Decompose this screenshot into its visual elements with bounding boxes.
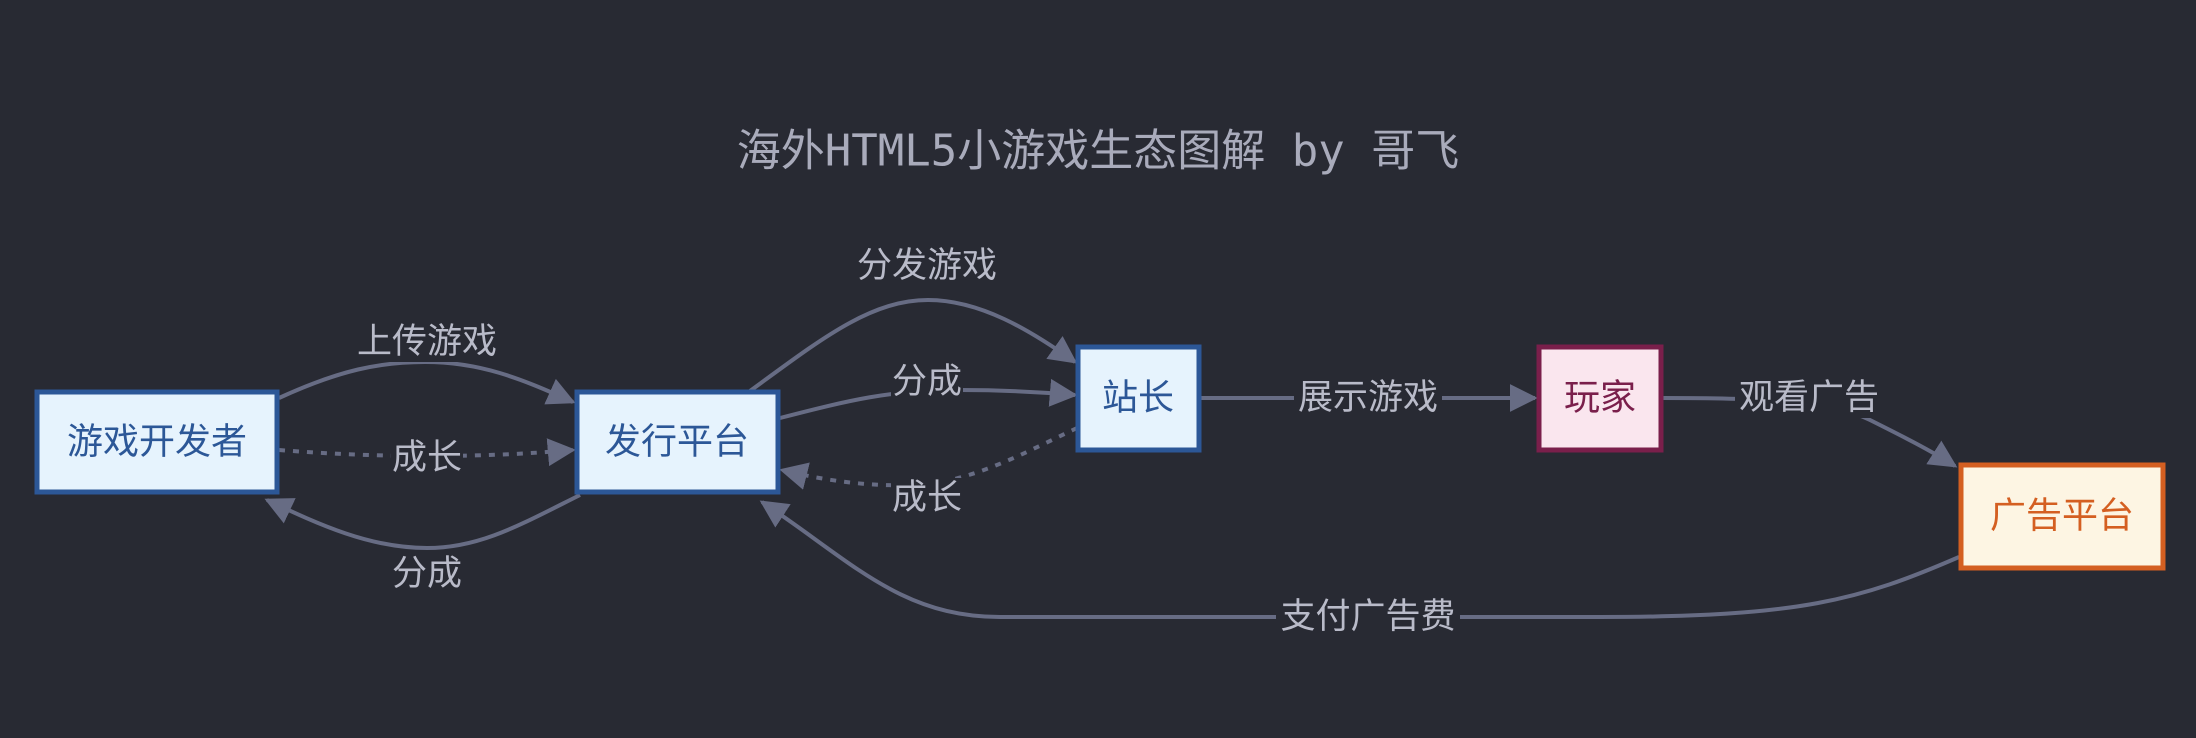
label-pay-ad-fee: 支付广告费 [1276,597,1460,637]
label-dev-revenue-share: 分成 [391,554,463,594]
edge-upload-game [278,359,576,405]
label-watch-ads: 观看广告 [1735,378,1883,418]
label-text: 分发游戏 [857,246,997,286]
label-text: 上传游戏 [357,322,497,362]
label-text: 观看广告 [1739,378,1879,418]
label-text: 展示游戏 [1298,378,1438,418]
node-webmaster[interactable]: 站长 [1075,344,1202,453]
edge-distribute-game [748,297,1078,393]
diagram-title: 海外HTML5小游戏生态图解 by 哥飞 [737,126,1459,177]
label-text: 成长 [392,438,462,478]
edge-webmaster-growth [779,426,1078,490]
edge-pay-ad-fee [759,500,1960,619]
node-label: 玩家 [1564,378,1636,419]
label-text: 分成 [392,554,462,594]
node-label: 站长 [1102,378,1174,419]
label-webmaster-revenue-share: 分成 [891,362,963,402]
label-dev-growth: 成长 [391,438,463,480]
node-label: 发行平台 [605,422,749,463]
node-player[interactable]: 玩家 [1536,344,1664,453]
label-webmaster-growth: 成长 [891,478,963,518]
label-text: 分成 [892,362,962,402]
node-publishing-platform[interactable]: 发行平台 [574,389,781,495]
label-text: 支付广告费 [1280,597,1455,637]
edge-dev-growth [278,438,576,467]
label-show-game: 展示游戏 [1294,378,1442,418]
node-label: 游戏开发者 [67,422,247,463]
node-label: 广告平台 [1990,496,2134,537]
label-distribute-game: 分发游戏 [855,246,999,286]
node-game-developer[interactable]: 游戏开发者 [34,389,280,495]
label-upload-game: 上传游戏 [355,322,499,362]
node-ad-platform[interactable]: 广告平台 [1958,462,2166,571]
label-text: 成长 [892,478,962,518]
edge-dev-revenue-share [264,493,581,551]
